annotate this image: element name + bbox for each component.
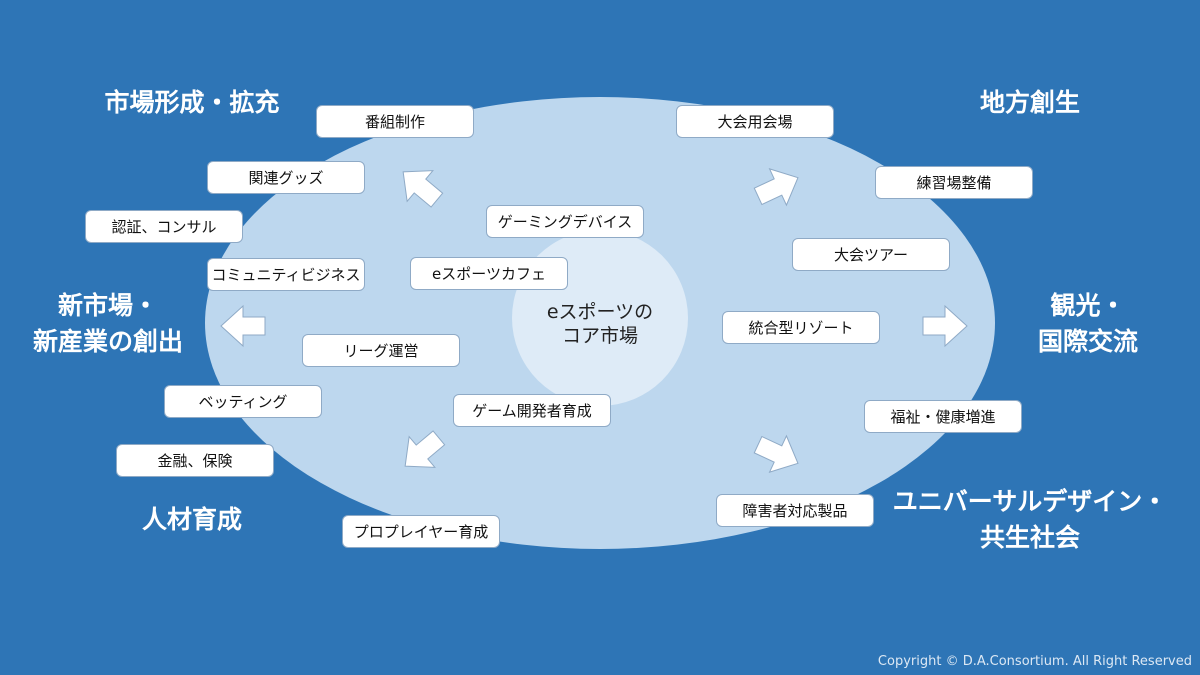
item-box: 番組制作: [316, 105, 474, 138]
category-market: 市場形成・拡充: [104, 88, 280, 117]
item-box: ゲーミングデバイス: [486, 205, 644, 238]
category-universal: ユニバーサルデザイン・ 共生社会: [893, 484, 1168, 556]
core-line2: コア市場: [561, 325, 638, 347]
item-box: 大会ツアー: [792, 238, 950, 271]
category-regional: 地方創生: [979, 88, 1081, 117]
item-box: 認証、コンサル: [85, 210, 243, 243]
item-box: 関連グッズ: [207, 161, 365, 194]
arrow-right-icon: [922, 304, 968, 348]
arrow-down-left-icon: [404, 430, 446, 468]
item-box: 金融、保険: [116, 444, 274, 477]
copyright: Copyright © D.A.Consortium. All Right Re…: [877, 654, 1192, 669]
arrow-down-right-icon: [753, 434, 799, 473]
core-line1: eスポーツの: [546, 301, 654, 323]
item-box: 障害者対応製品: [716, 494, 874, 527]
category-tourism-line2: 国際交流: [1037, 327, 1139, 356]
category-new-industry-line2: 新産業の創出: [32, 327, 184, 356]
category-tourism: 観光・ 国際交流: [1038, 288, 1138, 360]
item-box: ベッティング: [164, 385, 322, 418]
arrow-up-right-icon: [753, 168, 799, 207]
item-box: プロプレイヤー育成: [342, 515, 500, 548]
category-universal-line2: 共生社会: [979, 523, 1081, 552]
arrow-left-icon: [220, 304, 266, 348]
item-box: 福祉・健康増進: [864, 400, 1022, 433]
category-tourism-line1: 観光・: [1050, 291, 1126, 320]
item-box: 統合型リゾート: [722, 311, 880, 344]
category-talent: 人材育成: [141, 505, 243, 534]
arrow-up-left-icon: [402, 170, 444, 208]
category-universal-line1: ユニバーサルデザイン・: [892, 487, 1168, 516]
item-box: コミュニティビジネス: [207, 258, 365, 291]
category-new-industry-line1: 新市場・: [57, 291, 159, 320]
item-box: eスポーツカフェ: [410, 257, 568, 290]
category-new-industry: 新市場・ 新産業の創出: [33, 288, 183, 360]
item-box: 大会用会場: [676, 105, 834, 138]
item-box: ゲーム開発者育成: [453, 394, 611, 427]
item-box: 練習場整備: [875, 166, 1033, 199]
core-market-label: eスポーツの コア市場: [512, 300, 688, 348]
item-box: リーグ運営: [302, 334, 460, 367]
